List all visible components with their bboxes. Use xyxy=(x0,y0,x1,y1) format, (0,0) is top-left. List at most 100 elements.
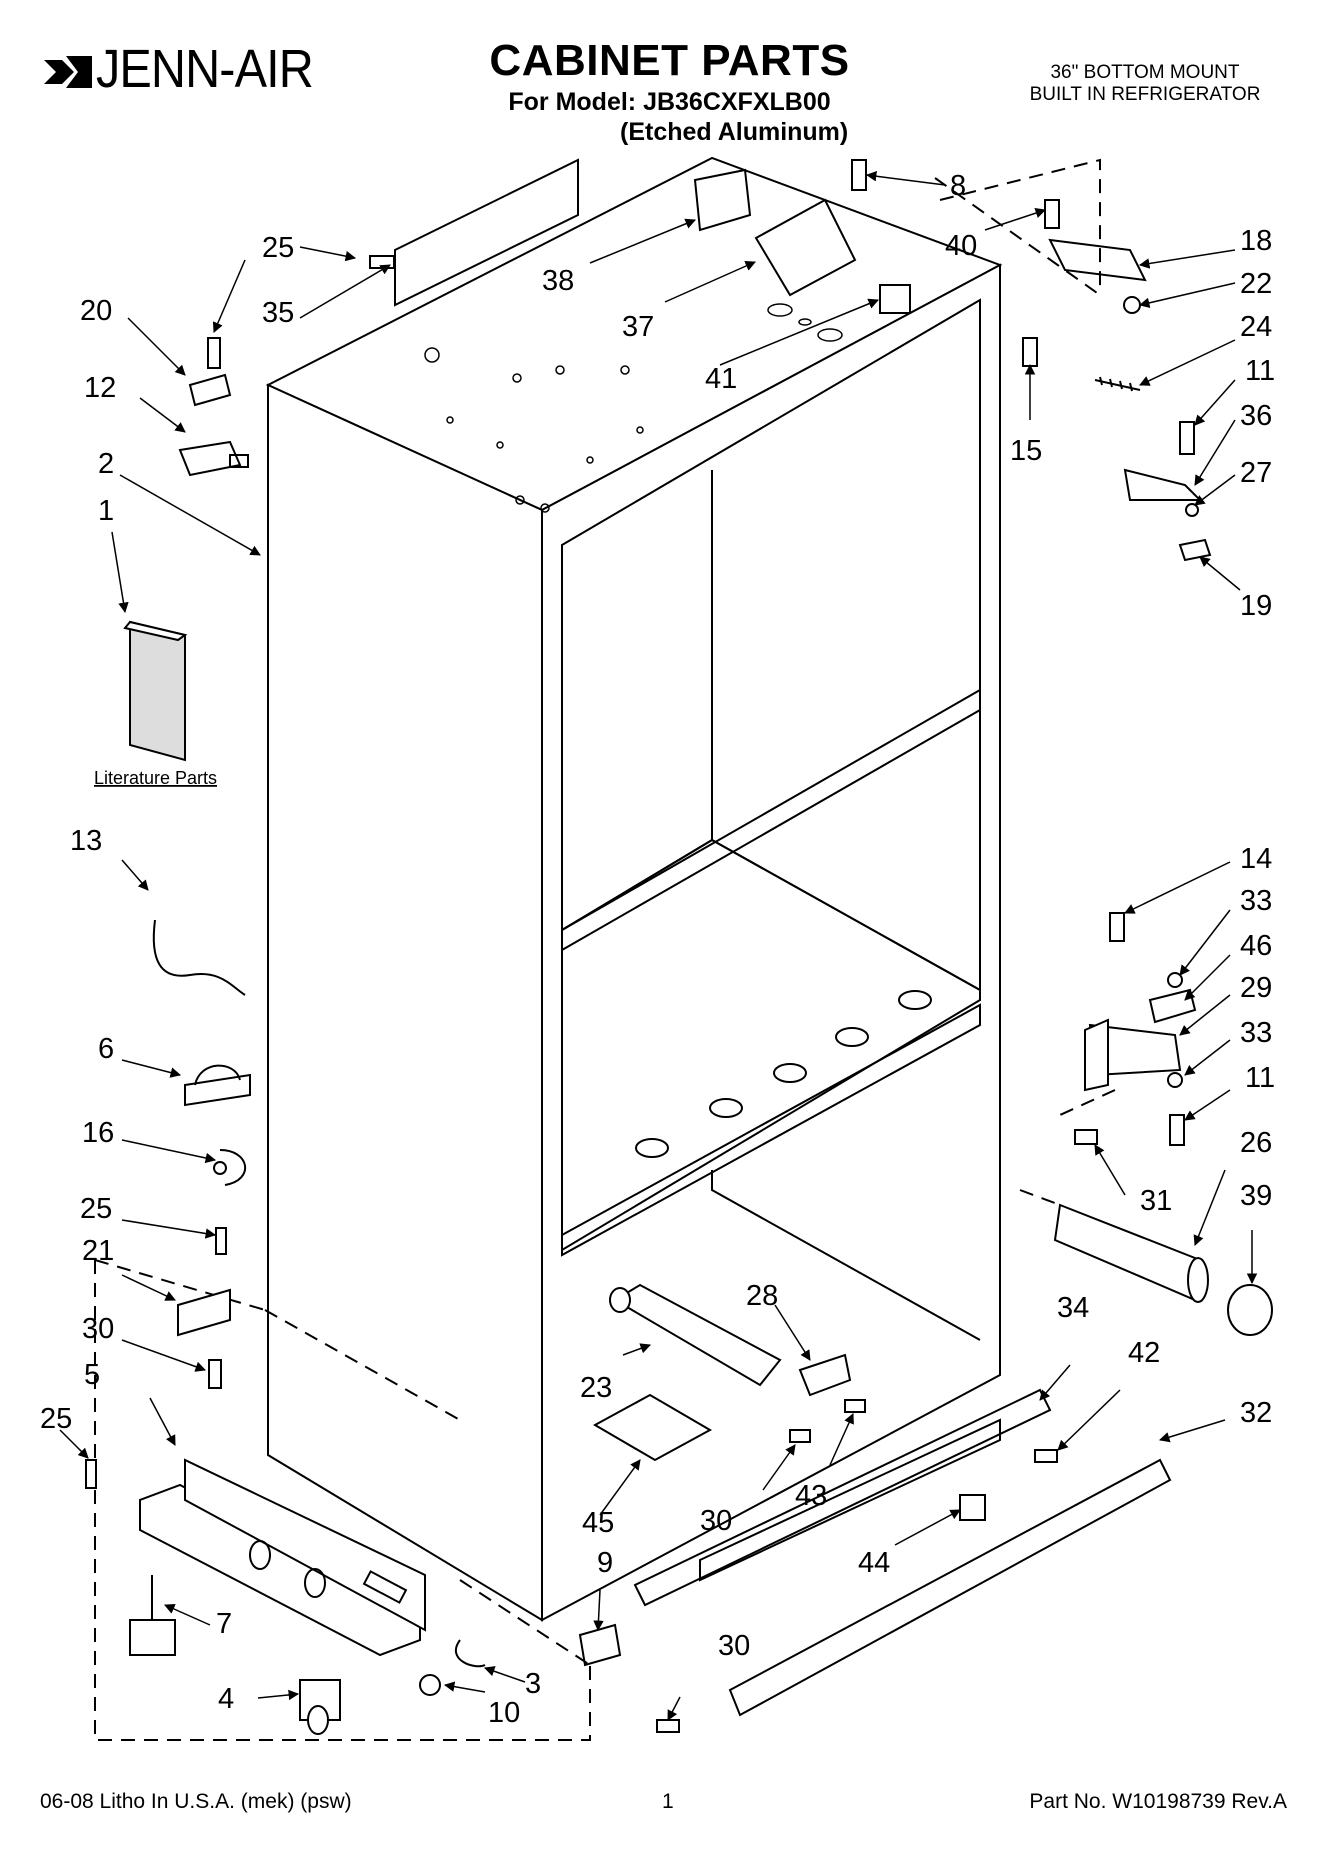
clip-part-6 xyxy=(184,1064,251,1107)
callout-10: 10 xyxy=(488,1697,520,1729)
callout-7: 7 xyxy=(216,1608,232,1640)
retainer-part-3 xyxy=(454,1639,486,1668)
screw-part-25-mid xyxy=(215,1227,227,1255)
plate-part-46 xyxy=(1148,988,1197,1024)
callout-43: 43 xyxy=(795,1480,827,1512)
callout-30-left: 30 xyxy=(82,1313,114,1345)
washer-part-33-bottom xyxy=(1167,1072,1183,1088)
callout-16: 16 xyxy=(82,1117,114,1149)
callout-3: 3 xyxy=(525,1668,541,1700)
base-frame-assembly xyxy=(94,1259,591,1741)
model-line: For Model: JB36CXFXLB00 xyxy=(508,88,831,116)
callout-14: 14 xyxy=(1240,843,1272,875)
spring-part-24 xyxy=(1094,376,1141,392)
tube-part-13 xyxy=(152,919,246,996)
clip-part-10 xyxy=(419,1674,441,1696)
brand-name: JENN-AIR xyxy=(96,39,314,99)
callout-23: 23 xyxy=(580,1372,612,1404)
water-filter-part-26 xyxy=(1053,1203,1209,1303)
page-title: CABINET PARTS xyxy=(489,36,850,85)
callout-19: 19 xyxy=(1240,590,1272,622)
callout-1: 1 xyxy=(98,495,114,527)
cabinet-body xyxy=(265,156,1003,1622)
callout-28: 28 xyxy=(746,1280,778,1312)
callout-21: 21 xyxy=(82,1235,114,1267)
pin-part-19 xyxy=(1178,538,1212,562)
callout-9: 9 xyxy=(597,1547,613,1579)
product-line-2: BUILT IN REFRIGERATOR xyxy=(1029,84,1261,105)
washer-part-33-top xyxy=(1167,972,1183,988)
callout-15: 15 xyxy=(1010,435,1042,467)
finish-line: (Etched Aluminum) xyxy=(620,118,849,146)
callout-29: 29 xyxy=(1240,972,1272,1004)
screw-part-14 xyxy=(1109,912,1125,942)
washer-part-27 xyxy=(1185,503,1199,517)
bracket-part-28 xyxy=(798,1353,852,1397)
leader-lines xyxy=(59,170,1258,1721)
bracket-part-9 xyxy=(578,1623,622,1667)
clip-part-20 xyxy=(188,373,232,407)
bracket-part-18 xyxy=(1048,238,1147,282)
callout-40: 40 xyxy=(945,230,977,262)
callout-30-bottom: 30 xyxy=(718,1630,750,1662)
connector-part-41 xyxy=(879,284,911,314)
callout-44: 44 xyxy=(858,1547,890,1579)
bracket-part-21 xyxy=(177,1288,231,1337)
callout-30-mid: 30 xyxy=(700,1505,732,1537)
callout-38: 38 xyxy=(542,265,574,297)
callout-33-bottom: 33 xyxy=(1240,1017,1272,1049)
screw-part-11-top xyxy=(1179,421,1195,455)
junction-box-part-38 xyxy=(693,168,752,232)
callout-5: 5 xyxy=(84,1359,100,1391)
screw-part-25-bottom xyxy=(85,1459,97,1489)
bracket-part-12 xyxy=(178,440,249,477)
callout-20: 20 xyxy=(80,295,112,327)
callout-12: 12 xyxy=(84,372,116,404)
kickplate-part-32 xyxy=(728,1458,1172,1717)
callout-25-top: 25 xyxy=(262,232,294,264)
screw-part-42 xyxy=(1034,1449,1058,1463)
dashed-guide-bracket xyxy=(939,158,1101,290)
callout-31: 31 xyxy=(1140,1185,1172,1217)
filter-cap-part-39 xyxy=(1227,1284,1273,1336)
callout-37: 37 xyxy=(622,311,654,343)
hinge-part-29 xyxy=(1084,1018,1182,1092)
screw-part-31 xyxy=(1074,1129,1098,1145)
jenn-air-logo-icon xyxy=(44,56,92,88)
literature-parts-book xyxy=(123,620,188,762)
product-line-1: 36" BOTTOM MOUNT xyxy=(1050,62,1240,83)
dashed-guide-base xyxy=(459,1579,591,1666)
bracket-part-37 xyxy=(754,198,857,297)
callout-36: 36 xyxy=(1240,400,1272,432)
hinge-part-36 xyxy=(1123,468,1203,501)
callout-13: 13 xyxy=(70,825,102,857)
callout-32: 32 xyxy=(1240,1397,1272,1429)
screw-part-30-left xyxy=(208,1359,222,1389)
literature-parts-label: Literature Parts xyxy=(94,768,217,788)
callout-25-mid: 25 xyxy=(80,1193,112,1225)
callout-8: 8 xyxy=(950,170,966,202)
screw-part-40 xyxy=(1044,199,1060,229)
callout-18: 18 xyxy=(1240,225,1272,257)
knob-part-44 xyxy=(959,1494,986,1521)
dashed-guide-top xyxy=(934,177,1101,296)
callout-22: 22 xyxy=(1240,268,1272,300)
filter-housing-part-23 xyxy=(609,1283,782,1387)
screw-part-15 xyxy=(1022,337,1038,367)
callout-41: 41 xyxy=(705,363,737,395)
callout-34: 34 xyxy=(1057,1292,1089,1324)
footer-page-number: 1 xyxy=(662,1790,674,1813)
callout-27: 27 xyxy=(1240,457,1272,489)
callout-25-bottom: 25 xyxy=(40,1403,72,1435)
screw-part-11-bottom xyxy=(1169,1114,1185,1146)
callout-26: 26 xyxy=(1240,1127,1272,1159)
dashed-guide-filter xyxy=(1019,1189,1061,1206)
callout-6: 6 xyxy=(98,1033,114,1065)
callout-11-top: 11 xyxy=(1245,355,1275,387)
screw-part-30-bottom xyxy=(656,1719,680,1733)
callout-46: 46 xyxy=(1240,930,1272,962)
screw-part-8 xyxy=(851,159,867,191)
footer-part-number: Part No. W10198739 Rev.A xyxy=(1029,1790,1287,1813)
callout-11-bottom: 11 xyxy=(1245,1062,1275,1094)
